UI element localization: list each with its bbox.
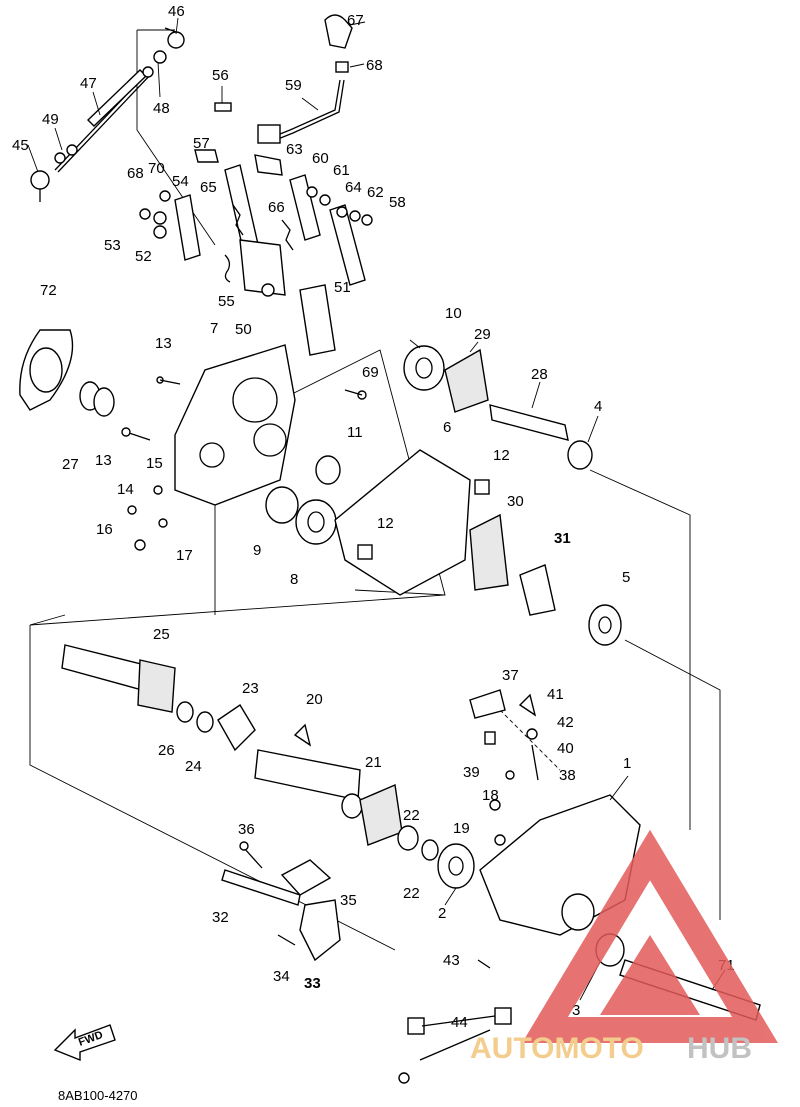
callout-15: 15 <box>146 455 163 472</box>
callout-22: 22 <box>403 807 420 824</box>
callout-9: 9 <box>253 542 261 559</box>
callout-29: 29 <box>474 326 491 343</box>
callout-50: 50 <box>235 321 252 338</box>
bearing-row <box>265 345 622 646</box>
callout-23: 23 <box>242 680 259 697</box>
callout-35: 35 <box>340 892 357 909</box>
callout-55: 55 <box>218 293 235 310</box>
callout-43: 43 <box>443 952 460 969</box>
diagram-code: 8AB100-4270 <box>58 1088 138 1103</box>
callout-64: 64 <box>345 179 362 196</box>
callout-67: 67 <box>347 12 364 29</box>
callout-labels: 1234567891011121213131415161718192021222… <box>12 3 735 1031</box>
callout-44: 44 <box>451 1014 468 1031</box>
callout-65: 65 <box>200 179 217 196</box>
fwd-arrow: FWD <box>53 1024 116 1062</box>
shift-lever-assembly <box>139 14 373 356</box>
callout-33: 33 <box>304 975 321 992</box>
callout-70: 70 <box>148 160 165 177</box>
callout-11: 11 <box>347 424 363 441</box>
callout-68: 68 <box>127 165 144 182</box>
callout-47: 47 <box>80 75 97 92</box>
callout-26: 26 <box>158 742 175 759</box>
callout-8: 8 <box>290 571 298 588</box>
callout-38: 38 <box>559 767 576 784</box>
callout-53: 53 <box>104 237 121 254</box>
callout-66: 66 <box>268 199 285 216</box>
callout-72: 72 <box>40 282 57 299</box>
callout-41: 41 <box>547 686 564 703</box>
watermark-brand-right: HUB <box>687 1032 752 1065</box>
callout-30: 30 <box>507 493 524 510</box>
callout-52: 52 <box>135 248 152 265</box>
callout-24: 24 <box>185 758 202 775</box>
callout-39: 39 <box>463 764 480 781</box>
callout-34: 34 <box>273 968 290 985</box>
callout-16: 16 <box>96 521 113 538</box>
callout-68: 68 <box>366 57 383 74</box>
callout-42: 42 <box>557 714 574 731</box>
callout-14: 14 <box>117 481 134 498</box>
callout-7: 7 <box>210 320 218 337</box>
callout-3: 3 <box>572 1002 580 1019</box>
callout-18: 18 <box>482 787 499 804</box>
callout-13: 13 <box>95 452 112 469</box>
shift-rod-assembly <box>30 27 185 202</box>
callout-63: 63 <box>286 141 303 158</box>
shift-fork-group <box>221 841 341 962</box>
callout-12: 12 <box>377 515 394 532</box>
callout-22: 22 <box>403 885 420 902</box>
callout-17: 17 <box>176 547 193 564</box>
callout-5: 5 <box>622 569 630 586</box>
callout-51: 51 <box>334 279 351 296</box>
callout-62: 62 <box>367 184 384 201</box>
callout-12: 12 <box>493 447 510 464</box>
callout-69: 69 <box>362 364 379 381</box>
callout-46: 46 <box>168 3 185 20</box>
callout-2: 2 <box>438 905 446 922</box>
callout-27: 27 <box>62 456 79 473</box>
callout-19: 19 <box>453 820 470 837</box>
callout-20: 20 <box>306 691 323 708</box>
callout-59: 59 <box>285 77 302 94</box>
callout-61: 61 <box>333 162 350 179</box>
callout-45: 45 <box>12 137 29 154</box>
callout-28: 28 <box>531 366 548 383</box>
callout-25: 25 <box>153 626 170 643</box>
callout-54: 54 <box>172 173 189 190</box>
output-shaft-group <box>61 644 475 889</box>
callout-37: 37 <box>502 667 519 684</box>
automotohub-watermark: AUTOMOTO HUB <box>470 829 778 1065</box>
case-cover-group <box>19 329 367 551</box>
callout-31: 31 <box>554 530 571 547</box>
callout-10: 10 <box>445 305 462 322</box>
callout-4: 4 <box>594 398 602 415</box>
callout-49: 49 <box>42 111 59 128</box>
callout-1: 1 <box>623 755 631 772</box>
callout-32: 32 <box>212 909 229 926</box>
callout-36: 36 <box>238 821 255 838</box>
watermark-brand-left: AUTOMOTO <box>470 1032 644 1065</box>
callout-48: 48 <box>153 100 170 117</box>
callout-57: 57 <box>193 135 210 152</box>
callout-58: 58 <box>389 194 406 211</box>
callout-40: 40 <box>557 740 574 757</box>
callout-60: 60 <box>312 150 329 167</box>
callout-21: 21 <box>365 754 382 771</box>
callout-6: 6 <box>443 419 451 436</box>
callout-13: 13 <box>155 335 172 352</box>
callout-56: 56 <box>212 67 229 84</box>
